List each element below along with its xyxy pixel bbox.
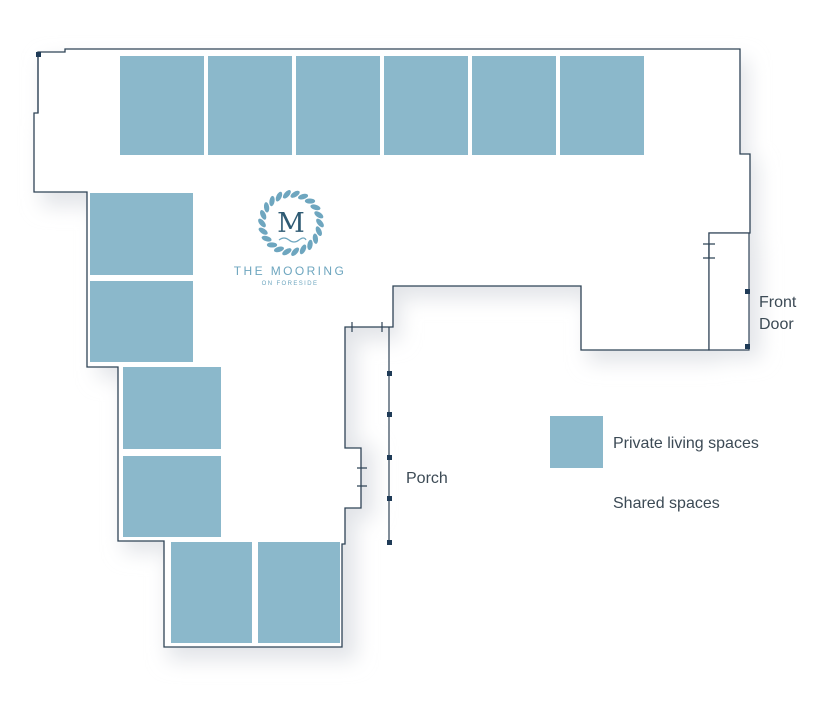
private-room [123,367,221,449]
door-marker [387,371,392,376]
mooring-rope-wreath [258,190,324,256]
rope-twist [282,190,291,199]
logo-tagline: ON FORESIDE [261,281,319,287]
logo-wave [278,237,307,243]
logo-name: THE MOORING [233,264,347,278]
rope-twist [258,218,266,228]
front-door-label: Front Door [759,292,796,336]
rope-twist [316,218,324,228]
rope-twist [260,209,267,220]
rope-twist [304,198,316,204]
rope-twist [314,211,324,219]
rope-twist [266,242,278,248]
legend-private-swatch [550,416,603,468]
rope-twist [290,190,300,198]
private-rooms [90,56,644,643]
private-room [171,542,252,643]
door-marker [387,540,392,545]
private-room [296,56,380,155]
door-markers [36,52,750,545]
door-marker [745,289,750,294]
private-room [258,542,340,643]
door-marker [387,455,392,460]
logo-monogram: M [277,208,305,239]
rope-twist [291,247,300,256]
rope-twist [269,195,275,207]
rope-twist [297,193,309,200]
rope-twist [258,227,268,235]
legend-shared-label: Shared spaces [613,495,720,512]
rope-twist [282,248,292,256]
door-marker [745,344,750,349]
rope-twist [315,226,322,237]
front-door-vestibule [708,232,750,351]
door-jambs [351,243,715,487]
rope-twist [273,246,285,253]
rope-twist [263,202,270,213]
private-room [123,456,221,537]
private-room [120,56,204,155]
private-room [384,56,468,155]
door-marker [387,496,392,501]
rope-twist [261,235,272,242]
private-room [560,56,644,155]
rope-twist [299,244,307,255]
porch-label: Porch [406,470,448,487]
front-door-label-line1: Front [759,294,797,311]
rope-twist [310,204,321,211]
rope-twist [307,239,313,251]
private-room [90,281,193,362]
door-marker [387,412,392,417]
private-room [90,193,193,275]
private-room [208,56,292,155]
private-room [472,56,556,155]
front-door-label-line2: Door [759,316,794,333]
rope-twist [312,233,319,244]
door-marker [36,52,41,57]
rope-twist [275,191,283,202]
legend-private-label: Private living spaces [613,435,759,452]
